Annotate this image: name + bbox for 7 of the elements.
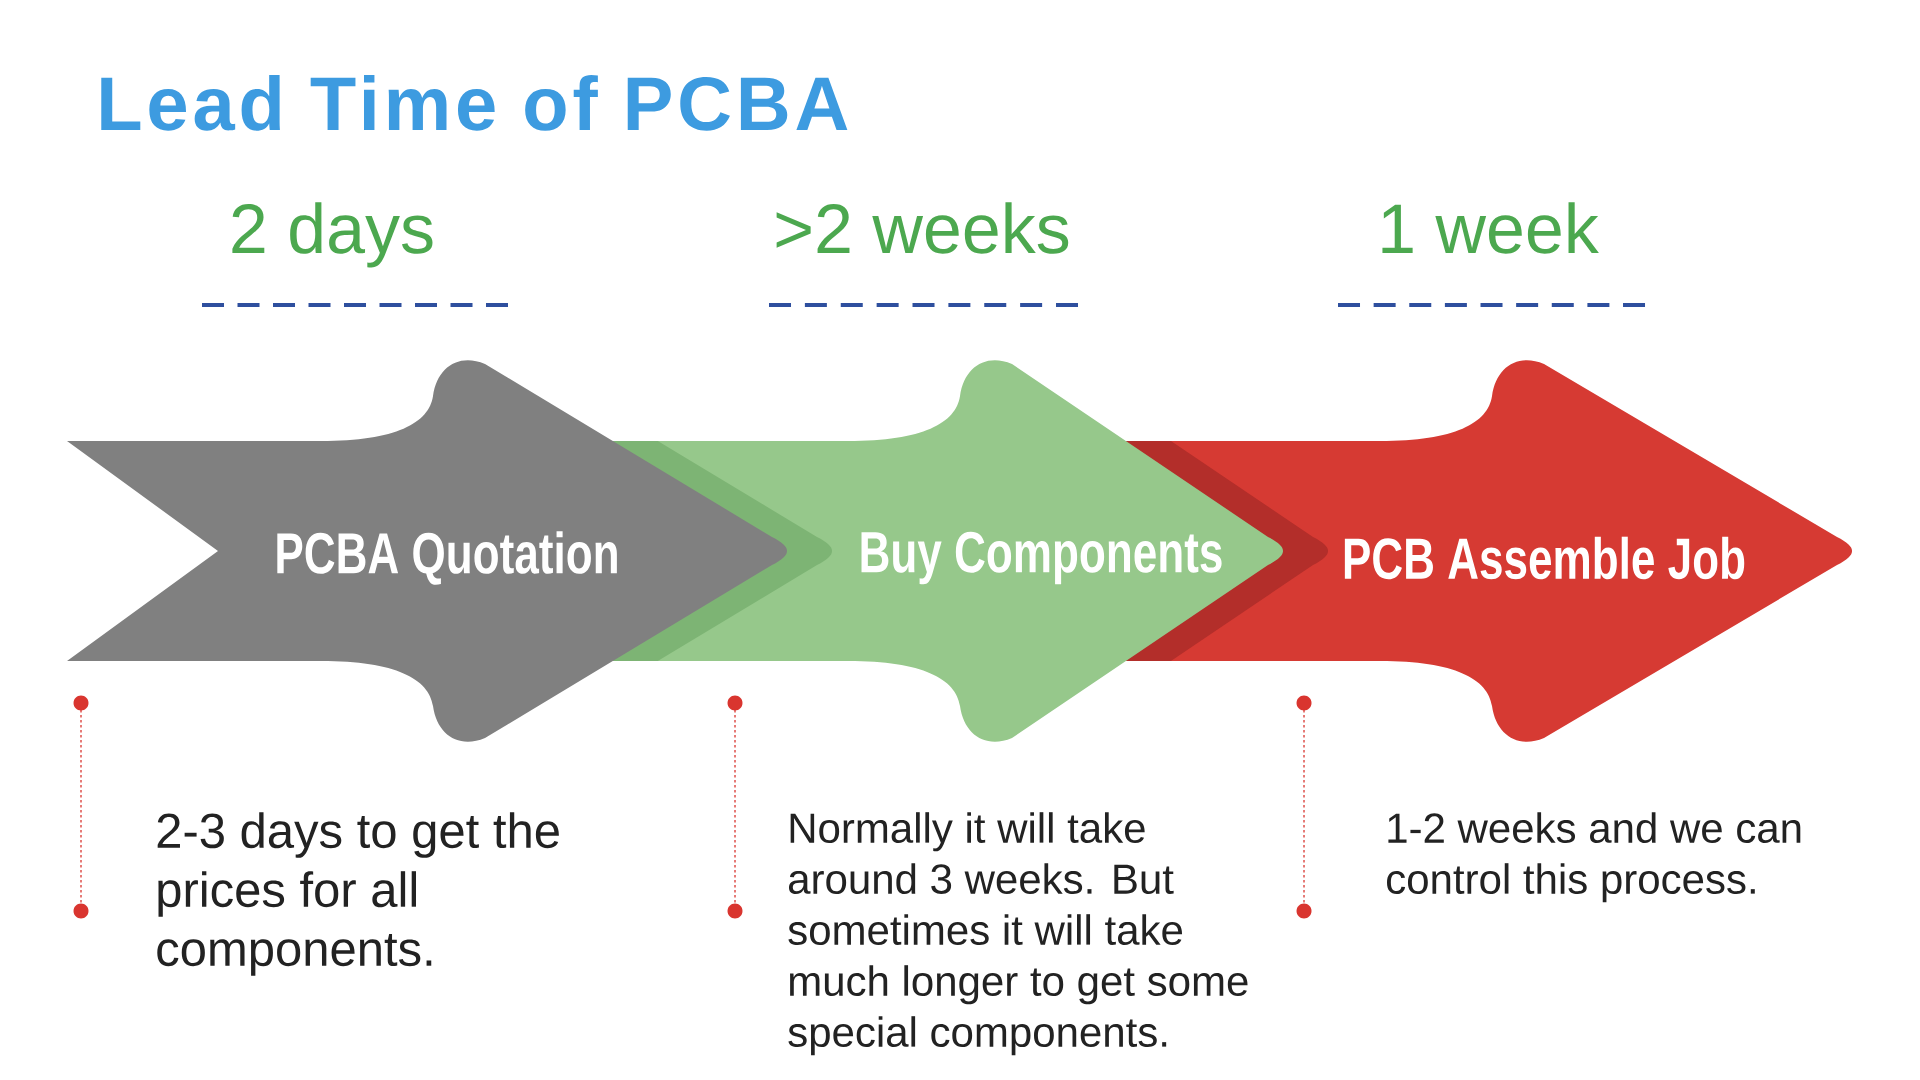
description-text: 1-2 weeks and we can control this process. — [1387, 812, 1801, 903]
duration-label: >2 weeks — [776, 202, 1069, 254]
duration-label: 1 week — [1382, 202, 1599, 254]
duration-label: 2 days — [232, 202, 433, 268]
title: Lead Time of PCBA — [101, 74, 848, 131]
description-text: Normally it will take around 3 weeks. But sometimes it will take much longer to get some special components. — [788, 812, 1248, 1056]
description-text: 2-3 days to get the prices for all components. — [157, 812, 559, 976]
